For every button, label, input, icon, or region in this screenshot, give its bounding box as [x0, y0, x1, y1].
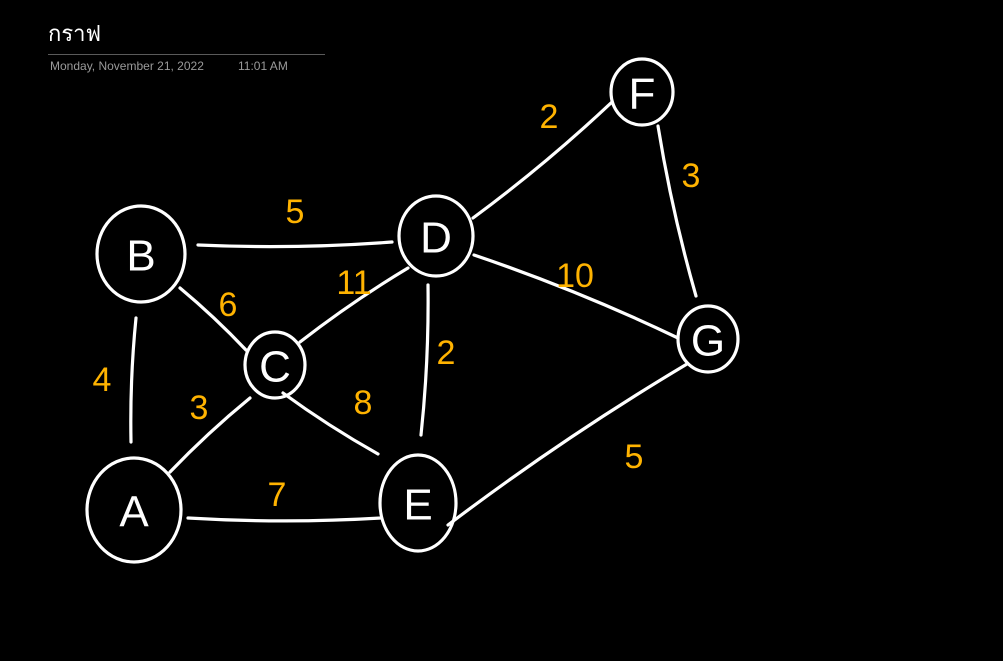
edge-weight-f-g: 3 [682, 157, 701, 195]
node-b-label: B [126, 232, 155, 281]
node-a-label: A [119, 488, 149, 537]
edge-weight-b-a: 4 [93, 361, 112, 399]
edge-weight-d-g: 10 [556, 257, 594, 295]
edge-b-c [178, 286, 248, 352]
edge-weight-b-d: 5 [286, 193, 305, 231]
page-date: Monday, November 21, 2022 [50, 59, 204, 73]
edge-b-a [129, 316, 138, 444]
edge-c-d [298, 266, 410, 344]
edge-weight-d-f: 2 [540, 98, 559, 136]
edge-weight-b-c: 6 [219, 286, 238, 324]
page-title[interactable]: กราฟ [48, 22, 102, 47]
edge-weight-d-e: 2 [437, 334, 456, 372]
edge-weight-a-e: 7 [268, 476, 287, 514]
node-c-circle [243, 330, 307, 400]
node-e-circle [378, 453, 458, 553]
edge-a-c [168, 396, 252, 474]
node-c-label: C [259, 343, 291, 392]
edge-e-g [446, 362, 689, 527]
edge-weight-a-c: 3 [190, 389, 209, 427]
title-divider [48, 54, 325, 55]
edge-weight-c-e: 8 [354, 384, 373, 422]
edge-d-e [419, 283, 430, 437]
node-e-label: E [403, 481, 432, 530]
edge-d-f [471, 100, 614, 220]
edge-weight-e-g: 5 [625, 438, 644, 476]
edge-d-g [472, 253, 680, 340]
node-f-label: F [629, 70, 656, 119]
page-time: 11:01 AM [238, 59, 288, 73]
node-f-circle [609, 57, 675, 127]
node-d-circle [397, 194, 475, 278]
node-b-circle [95, 204, 187, 304]
edge-b-d [196, 240, 394, 249]
node-a-circle [85, 456, 183, 564]
node-d-label: D [420, 214, 452, 263]
edge-c-e [281, 391, 380, 456]
edge-f-g [656, 124, 698, 298]
node-g-circle [676, 304, 740, 374]
node-g-label: G [691, 317, 725, 366]
edge-a-e [186, 516, 383, 523]
edge-weight-c-d: 11 [336, 264, 371, 302]
